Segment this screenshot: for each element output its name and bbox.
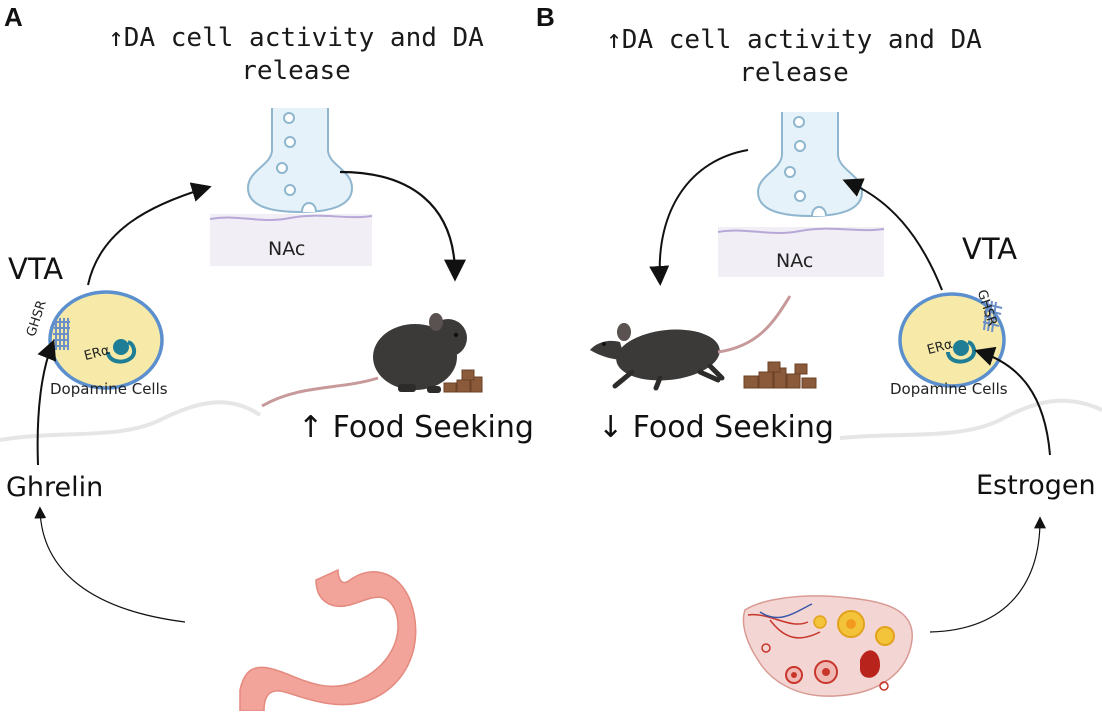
presynaptic-terminal-icon: [246, 108, 354, 214]
arrow-ovary-to-estrogen: [929, 516, 1046, 633]
panel-b: [590, 112, 1051, 697]
arrow-vta-to-synapse: [87, 182, 212, 286]
eating-mouse-icon: [261, 313, 467, 408]
arrow-stomach-to-ghrelin: [34, 506, 186, 623]
arrow-vta-to-synapse: [842, 178, 943, 291]
estrogen-label: Estrogen: [976, 470, 1096, 501]
panel-letter-b: B: [536, 2, 555, 32]
header-a-line1: ↑DA cell activity and DA: [108, 23, 484, 53]
arrow-synapse-to-mouse: [649, 149, 749, 286]
ovary-icon: [742, 595, 913, 697]
nac-region: [209, 214, 373, 266]
panel-a: [34, 108, 483, 712]
food-pellets-icon: [743, 361, 817, 389]
ghsr-receptor-icon: [982, 299, 1003, 333]
vta-label-b: VTA: [962, 232, 1018, 266]
cell-label-b: Dopamine Cells: [890, 380, 1008, 398]
header-a: ↑DA cell activity and DA release: [86, 22, 506, 88]
walking-mouse-icon: [590, 295, 792, 391]
brain-outline-left: [0, 400, 262, 442]
cell-label-a: Dopamine Cells: [50, 380, 168, 398]
ghrelin-label: Ghrelin: [6, 472, 104, 503]
vta-label-a: VTA: [8, 252, 64, 286]
dopamine-cell: [48, 290, 164, 390]
stomach-icon: [239, 568, 417, 712]
ghsr-receptor-icon: [53, 318, 70, 350]
food-seeking-up-label: ↑ Food Seeking: [298, 410, 534, 445]
header-b-line1: ↑DA cell activity and DA: [606, 25, 982, 55]
nac-label-a: NAc: [268, 238, 306, 260]
header-b: ↑DA cell activity and DA release: [584, 24, 1004, 90]
arrow-estrogen-to-vta: [974, 346, 1051, 456]
arrow-ghrelin-to-vta: [36, 339, 57, 466]
food-pellets-icon: [443, 369, 483, 393]
er-alpha-icon: [946, 340, 977, 364]
nac-label-b: NAc: [776, 250, 814, 272]
panel-letter-a: A: [4, 2, 23, 32]
er-alpha-icon: [106, 339, 137, 364]
food-seeking-down-label: ↓ Food Seeking: [598, 410, 834, 445]
brain-outline-right: [839, 398, 1102, 440]
header-a-line2: release: [241, 56, 351, 86]
header-b-line2: release: [739, 58, 849, 88]
nac-region: [717, 227, 885, 277]
presynaptic-terminal-icon: [756, 112, 864, 218]
arrow-synapse-to-mouse: [339, 170, 466, 282]
